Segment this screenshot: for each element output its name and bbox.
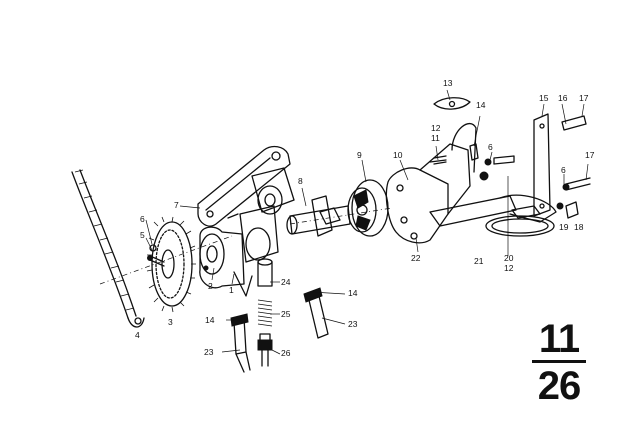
lower-bolts xyxy=(230,287,329,373)
pump-drive-shaft xyxy=(286,195,351,237)
callout-12-lower: 12 xyxy=(504,263,514,273)
callout-14-right: 14 xyxy=(348,288,358,298)
support-bracket xyxy=(533,113,591,219)
pressure-relief-valve xyxy=(257,258,273,367)
callout-23-left: 23 xyxy=(204,347,214,357)
leader-lines xyxy=(99,89,589,355)
oil-pump-drive-housing xyxy=(199,205,279,297)
callout-13: 13 xyxy=(443,78,453,88)
callout-9: 9 xyxy=(357,150,362,160)
callout-7: 7 xyxy=(174,200,179,210)
callout-18: 18 xyxy=(574,222,584,232)
callout-19: 19 xyxy=(559,222,569,232)
callout-10: 10 xyxy=(393,150,403,160)
callout-5: 5 xyxy=(140,230,145,240)
callout-12-upper: 12 xyxy=(431,123,441,133)
callout-11: 11 xyxy=(431,133,440,143)
callout-14-left: 14 xyxy=(205,315,215,325)
callout-2: 2 xyxy=(208,281,213,291)
callout-6-sprocket: 6 xyxy=(140,214,145,224)
callout-22: 22 xyxy=(411,253,421,263)
upper-bolts xyxy=(429,143,515,181)
callout-3: 3 xyxy=(168,317,173,327)
callout-1: 1 xyxy=(229,285,234,295)
callout-6-bracket: 6 xyxy=(561,165,566,175)
pump-bracket xyxy=(197,145,295,227)
camshaft-sprocket xyxy=(146,216,196,313)
group-number-bottom: 26 xyxy=(537,364,582,408)
callout-24: 24 xyxy=(281,277,291,287)
callout-labels: 1 2 3 4 5 6 6 6 7 8 9 10 11 12 12 13 14 … xyxy=(135,78,595,358)
callout-21: 21 xyxy=(474,256,484,266)
callout-26: 26 xyxy=(281,348,291,358)
callout-16: 16 xyxy=(558,93,568,103)
callout-25: 25 xyxy=(281,309,291,319)
group-number-divider xyxy=(532,360,586,363)
pump-housing xyxy=(385,122,477,244)
gasket xyxy=(433,97,471,110)
timing-chain xyxy=(71,169,145,328)
callout-20: 20 xyxy=(504,253,514,263)
group-number: 11 26 xyxy=(532,317,586,408)
callout-15: 15 xyxy=(539,93,549,103)
callout-8: 8 xyxy=(298,176,303,186)
callout-17-top: 17 xyxy=(579,93,589,103)
callout-4: 4 xyxy=(135,330,140,340)
pump-rotor xyxy=(347,179,389,237)
group-number-top: 11 xyxy=(538,317,580,361)
callout-17-mid: 17 xyxy=(585,150,595,160)
oil-pickup-strainer xyxy=(429,194,557,237)
callout-14-upper: 14 xyxy=(476,100,486,110)
callout-23-right: 23 xyxy=(348,319,358,329)
callout-6-pump: 6 xyxy=(488,142,493,152)
